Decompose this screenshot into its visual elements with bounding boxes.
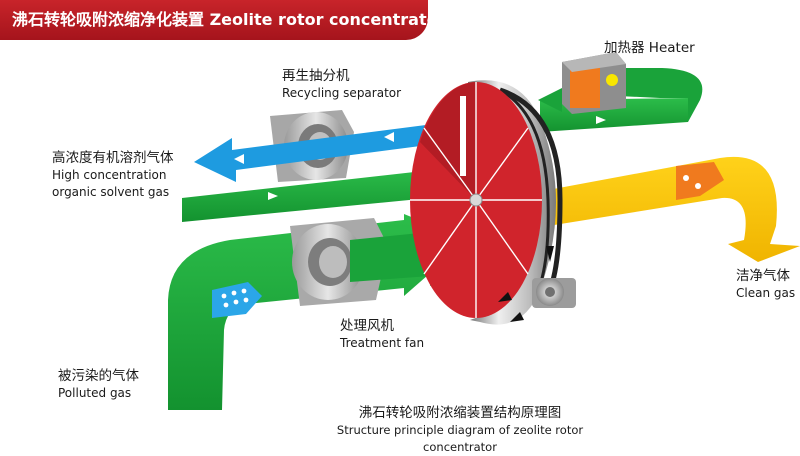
- diagram-caption: 沸石转轮吸附浓缩装置结构原理图 Structure principle diag…: [300, 404, 620, 456]
- rotation-arrows: [498, 246, 554, 322]
- rotor-face: [410, 82, 542, 318]
- treatment-fan-label-cn: 处理风机: [340, 318, 394, 334]
- treatment-fan-label-en: Treatment fan: [340, 336, 425, 350]
- recycling-separator-label-cn: 再生抽分机: [282, 68, 350, 84]
- page-title-banner: 沸石转轮吸附浓缩净化装置 Zeolite rotor concentrator: [0, 0, 446, 40]
- high-concentration-arrow: [194, 118, 482, 182]
- heater-return-duct-bend: [618, 68, 703, 122]
- middle-green-duct: [182, 168, 450, 222]
- clean-gas-label: 洁净气体 Clean gas: [736, 268, 795, 302]
- heater-unit: [562, 52, 626, 114]
- clean-gas-arrow: [676, 162, 724, 200]
- treatment-fan-label: 处理风机 Treatment fan: [340, 318, 424, 352]
- clean-gas-label-en: Clean gas: [736, 286, 796, 300]
- zeolite-rotor-diagram: [168, 52, 800, 410]
- drive-motor: [532, 278, 576, 308]
- polluted-gas-label-en: Polluted gas: [58, 386, 132, 400]
- small-white-arrow: [234, 154, 244, 164]
- small-white-arrow: [596, 116, 606, 124]
- heater-label: 加热器 Heater: [604, 40, 695, 57]
- high-concentration-label: 高浓度有机溶剂气体 High concentration organic sol…: [52, 150, 174, 201]
- small-white-arrow: [384, 132, 394, 142]
- diagram-caption-cn: 沸石转轮吸附浓缩装置结构原理图: [358, 405, 562, 421]
- recycling-separator-label: 再生抽分机 Recycling separator: [282, 68, 401, 102]
- heater-return-arrow: [538, 88, 562, 112]
- dust-dots: [221, 288, 249, 308]
- high-concentration-label-cn: 高浓度有机溶剂气体: [52, 150, 174, 166]
- polluted-gas-label-cn: 被污染的气体: [58, 368, 139, 384]
- drive-belt: [499, 87, 563, 296]
- page-title: 沸石转轮吸附浓缩净化装置 Zeolite rotor concentrator: [12, 10, 446, 29]
- clean-gas-label-cn: 洁净气体: [736, 268, 790, 284]
- polluted-gas-label: 被污染的气体 Polluted gas: [58, 368, 139, 402]
- high-concentration-label-en2: organic solvent gas: [52, 185, 170, 199]
- diagram-caption-en: Structure principle diagram of zeolite r…: [336, 423, 584, 454]
- high-concentration-label-en1: High concentration: [52, 168, 167, 182]
- small-white-arrow: [268, 192, 278, 200]
- recycling-separator-label-en: Recycling separator: [282, 86, 402, 100]
- rotor-rim: [468, 80, 556, 325]
- clean-gas-duct: [548, 156, 800, 262]
- heater-label-text: 加热器 Heater: [604, 40, 695, 56]
